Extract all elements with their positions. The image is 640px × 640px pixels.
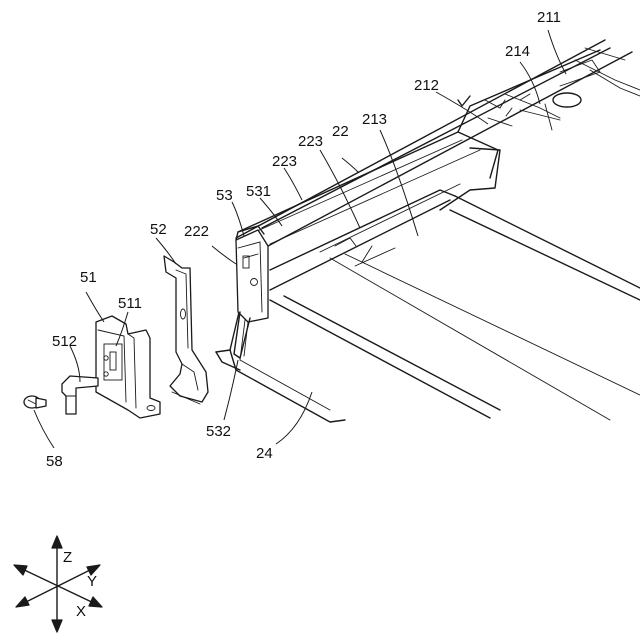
label-52: 52 <box>150 221 167 238</box>
tray-frame <box>216 40 640 422</box>
label-214: 214 <box>505 43 530 60</box>
label-531: 531 <box>246 183 271 200</box>
label-22: 22 <box>332 123 349 140</box>
label-222: 222 <box>184 223 209 240</box>
label-51: 51 <box>80 269 97 286</box>
axis-z-label: Z <box>63 549 72 566</box>
part-51-bracket <box>62 316 160 418</box>
label-511: 511 <box>118 295 142 312</box>
axis-y-label: Y <box>87 573 97 590</box>
label-532: 532 <box>206 423 231 440</box>
axis-x-label: X <box>76 603 86 620</box>
label-212: 212 <box>414 77 439 94</box>
label-223-lower: 223 <box>272 153 297 170</box>
label-512: 512 <box>52 333 77 350</box>
label-58: 58 <box>46 453 63 470</box>
label-213: 213 <box>362 111 387 128</box>
label-24: 24 <box>256 445 273 462</box>
label-53: 53 <box>216 187 233 204</box>
axis-indicator: Z Y X <box>14 536 102 632</box>
part-53-bracket <box>234 226 268 358</box>
label-211: 211 <box>537 9 561 26</box>
label-223-upper: 223 <box>298 133 323 150</box>
part-52-clip <box>164 256 208 404</box>
screw-58 <box>24 396 46 408</box>
